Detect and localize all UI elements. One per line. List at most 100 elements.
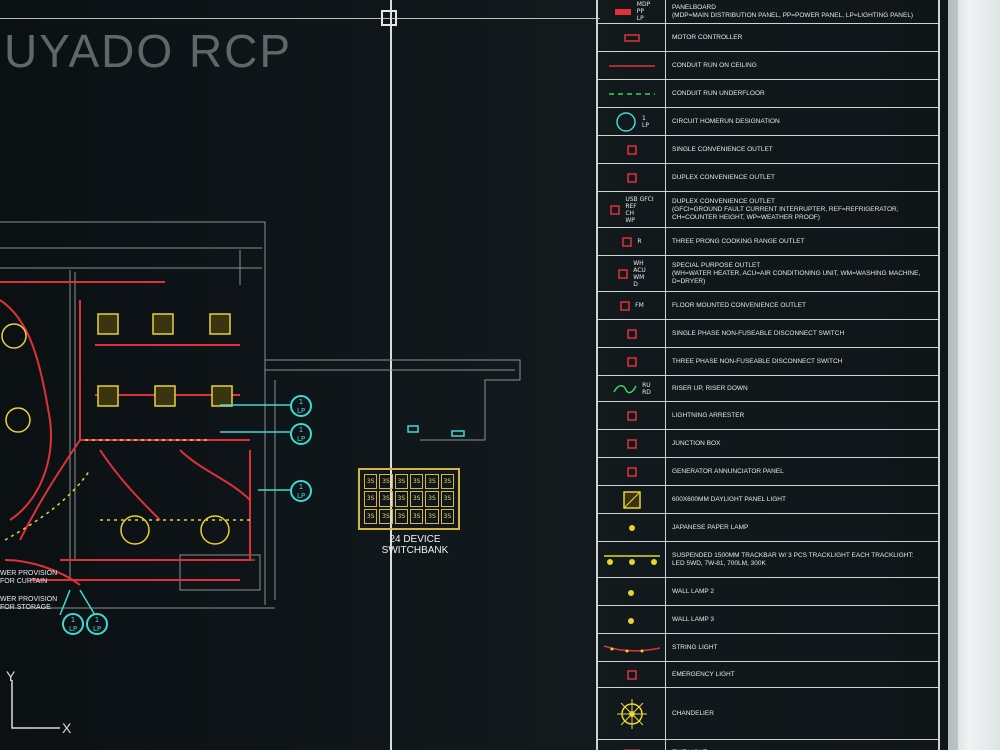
switch-cell[interactable]: 3S (379, 508, 393, 524)
note-curtain: WER PROVISION FOR CURTAIN (0, 570, 58, 585)
legend-description: JUNCTION BOX (672, 439, 721, 447)
switch-cell[interactable]: 3S (409, 508, 424, 524)
legend-description: MOTOR CONTROLLER (672, 33, 743, 41)
circuit-tag-1[interactable]: 1 LP (290, 395, 312, 417)
floor-plan-canvas[interactable]: UYADO RCP (0, 0, 600, 750)
switch-cell[interactable]: 3S (394, 474, 408, 490)
legend-row: MDP PP LP PANELBOARD (MDP=MAIN DISTRIBUTI… (598, 0, 940, 24)
motor-controller-icon (598, 24, 666, 51)
switch-cell[interactable]: 3S (409, 474, 424, 490)
legend-description: WALL LAMP 2 (672, 587, 715, 595)
duplex-outlet-icon (598, 164, 666, 191)
legend-description: CONDUIT RUN UNDERFLOOR (672, 89, 765, 97)
ucs-y-label: Y (6, 668, 16, 684)
panel-light-icon (598, 486, 666, 513)
switch-cell[interactable]: 3S (364, 491, 378, 507)
cad-screen: UYADO RCP (0, 0, 948, 750)
legend-row: RU RD RISER UP, RISER DOWN (598, 376, 940, 402)
legend-row: EXIT LIGHT (598, 740, 940, 750)
legend-border (938, 0, 940, 750)
legend-row: SINGLE CONVENIENCE OUTLET (598, 136, 940, 164)
switch-cell[interactable]: 3S (440, 508, 454, 524)
legend-description: PANELBOARD (MDP=MAIN DISTRIBUTION PANEL,… (672, 3, 914, 19)
legend-row: USB GFCI REF CH WP DUPLEX CONVENIENCE OUT… (598, 192, 940, 228)
legend-symbol-text: MDP PP LP (636, 1, 651, 22)
drawing-title: UYADO RCP (4, 25, 293, 77)
switch-cell[interactable]: 3S (394, 491, 408, 507)
conduit-underfloor-icon (598, 80, 666, 107)
monitor-bezel-edge (948, 0, 958, 750)
lightning-arrester-icon (598, 402, 666, 429)
gfci-outlet-icon: USB GFCI REF CH WP (598, 192, 666, 227)
circuit-tag-2[interactable]: 1 LP (290, 423, 312, 445)
legend-row: WALL LAMP 2 (598, 578, 940, 606)
legend-description: RISER UP, RISER DOWN (672, 384, 748, 392)
legend-description: EXIT LIGHT (672, 740, 936, 750)
legend-description: SUSPENDED 1500MM TRACKBAR W/ 3 PCS TRACK… (672, 551, 914, 567)
legend-description: FLOOR MOUNTED CONVENIENCE OUTLET (672, 301, 806, 309)
riser-icon: RU RD (598, 376, 666, 401)
legend-description: LIGHTNING ARRESTER (672, 411, 745, 419)
legend-description: DUPLEX CONVENIENCE OUTLET (GFCI=GROUND F… (672, 197, 899, 221)
legend-description: CIRCUIT HOMERUN DESIGNATION (672, 117, 780, 125)
legend-symbol-text: RU RD (642, 381, 651, 396)
floor-plan-svg (0, 221, 521, 616)
crosshair-horizontal (0, 18, 600, 19)
paper-lamp-icon (598, 514, 666, 541)
switch-cell[interactable]: 3S (379, 474, 393, 490)
legend-row: WALL LAMP 3 (598, 606, 940, 634)
legend-description: SPECIAL PURPOSE OUTLET (WH=WATER HEATER,… (672, 261, 921, 285)
circuit-tag-4[interactable]: 1 LP (62, 613, 84, 635)
legend-symbol-text: USB GFCI REF CH WP (625, 195, 654, 224)
legend-description: STRING LIGHT (672, 643, 718, 651)
legend-symbol-text: R (637, 238, 642, 245)
legend-table: MDP PP LP PANELBOARD (MDP=MAIN DISTRIBUTI… (596, 0, 942, 750)
range-outlet-icon: R (598, 228, 666, 255)
switch-cell[interactable]: 3S (425, 474, 439, 490)
legend-description: 600X600MM DAYLIGHT PANEL LIGHT (672, 495, 786, 503)
switchbank-label: 24 DEVICE SWITCHBANK (381, 534, 449, 556)
single-outlet-icon (598, 136, 666, 163)
conduit-runs (0, 281, 251, 586)
ucs-icon (11, 680, 60, 729)
legend-row: GENERATOR ANNUNCIATOR PANEL (598, 458, 940, 486)
switch-cell[interactable]: 3S (409, 491, 424, 507)
panel-lights (97, 313, 233, 407)
switch-cell[interactable]: 3S (440, 491, 454, 507)
switch-cell[interactable]: 3S (364, 474, 378, 490)
legend-description: GENERATOR ANNUNCIATOR PANEL (672, 467, 784, 475)
ucs-x-label: X (62, 720, 72, 736)
switch-cell[interactable]: 3S (425, 508, 439, 524)
switch-cell[interactable]: 3S (394, 508, 408, 524)
single-phase-switch-icon (598, 320, 666, 347)
cyan-markers (59, 404, 465, 616)
panelboard-icon: MDP PP LP (598, 0, 666, 23)
chandeliers (1, 323, 230, 545)
switch-cell[interactable]: 3S (440, 474, 454, 490)
note-storage: WER PROVISION FOR STORAGE (0, 596, 58, 611)
string-light-icon (598, 634, 666, 661)
wall-lamp-3-icon (598, 606, 666, 633)
crosshair-vertical (390, 0, 392, 750)
conduit-ceiling-icon (598, 52, 666, 79)
circuit-tag-3[interactable]: 1 LP (290, 480, 312, 502)
chandelier-icon (598, 688, 666, 739)
switch-cell[interactable]: 3S (425, 491, 439, 507)
switch-cell[interactable]: 3S (379, 491, 393, 507)
three-phase-switch-icon (598, 348, 666, 375)
circuit-tag-5[interactable]: 1 LP (86, 613, 108, 635)
generator-panel-icon (598, 458, 666, 485)
legend-row: CONDUIT RUN UNDERFLOOR (598, 80, 940, 108)
legend-row: CHANDELIER (598, 688, 940, 740)
legend-description: JAPANESE PAPER LAMP (672, 523, 749, 531)
legend-row: MOTOR CONTROLLER (598, 24, 940, 52)
string-lights (4, 439, 250, 541)
legend-row: LIGHTNING ARRESTER (598, 402, 940, 430)
switch-cell[interactable]: 3S (364, 508, 378, 524)
legend-row: STRING LIGHT (598, 634, 940, 662)
